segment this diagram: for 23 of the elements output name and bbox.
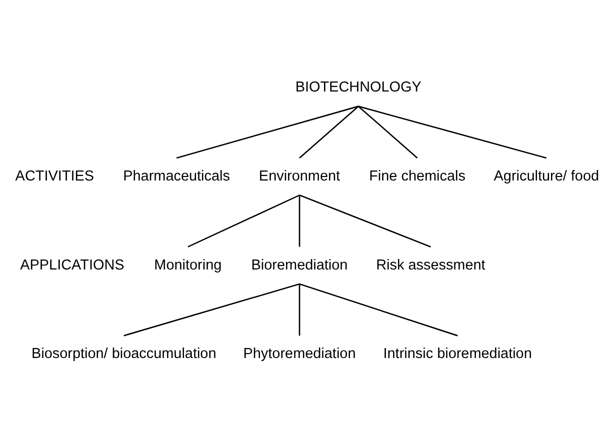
node-text: Environment xyxy=(258,168,340,184)
node-text: Monitoring xyxy=(154,257,222,274)
node-text: BIOTECHNOLOGY xyxy=(295,80,422,96)
node-text: Pharmaceuticals xyxy=(123,168,230,184)
connector xyxy=(298,195,300,247)
connector xyxy=(299,194,431,248)
node-text: Phytoremediation xyxy=(243,346,356,362)
label: APPLICATIONS xyxy=(20,257,124,274)
connector xyxy=(188,194,300,248)
connector xyxy=(124,283,300,336)
node-text: Intrinsic bioremediation xyxy=(383,346,532,362)
connector xyxy=(299,283,458,336)
connector xyxy=(358,106,418,158)
node-text: Risk assessment xyxy=(376,257,486,274)
connector xyxy=(298,284,300,336)
label: ACTIVITIES xyxy=(15,168,94,184)
node-text: Fine chemicals xyxy=(369,168,466,184)
node-text: Biosorption/ bioaccumulation xyxy=(31,346,216,362)
node-text: Bioremediation xyxy=(251,257,348,274)
node-text: Agriculture/ food xyxy=(494,168,600,184)
connector xyxy=(358,106,547,159)
connector xyxy=(299,106,359,158)
connector xyxy=(176,106,359,159)
